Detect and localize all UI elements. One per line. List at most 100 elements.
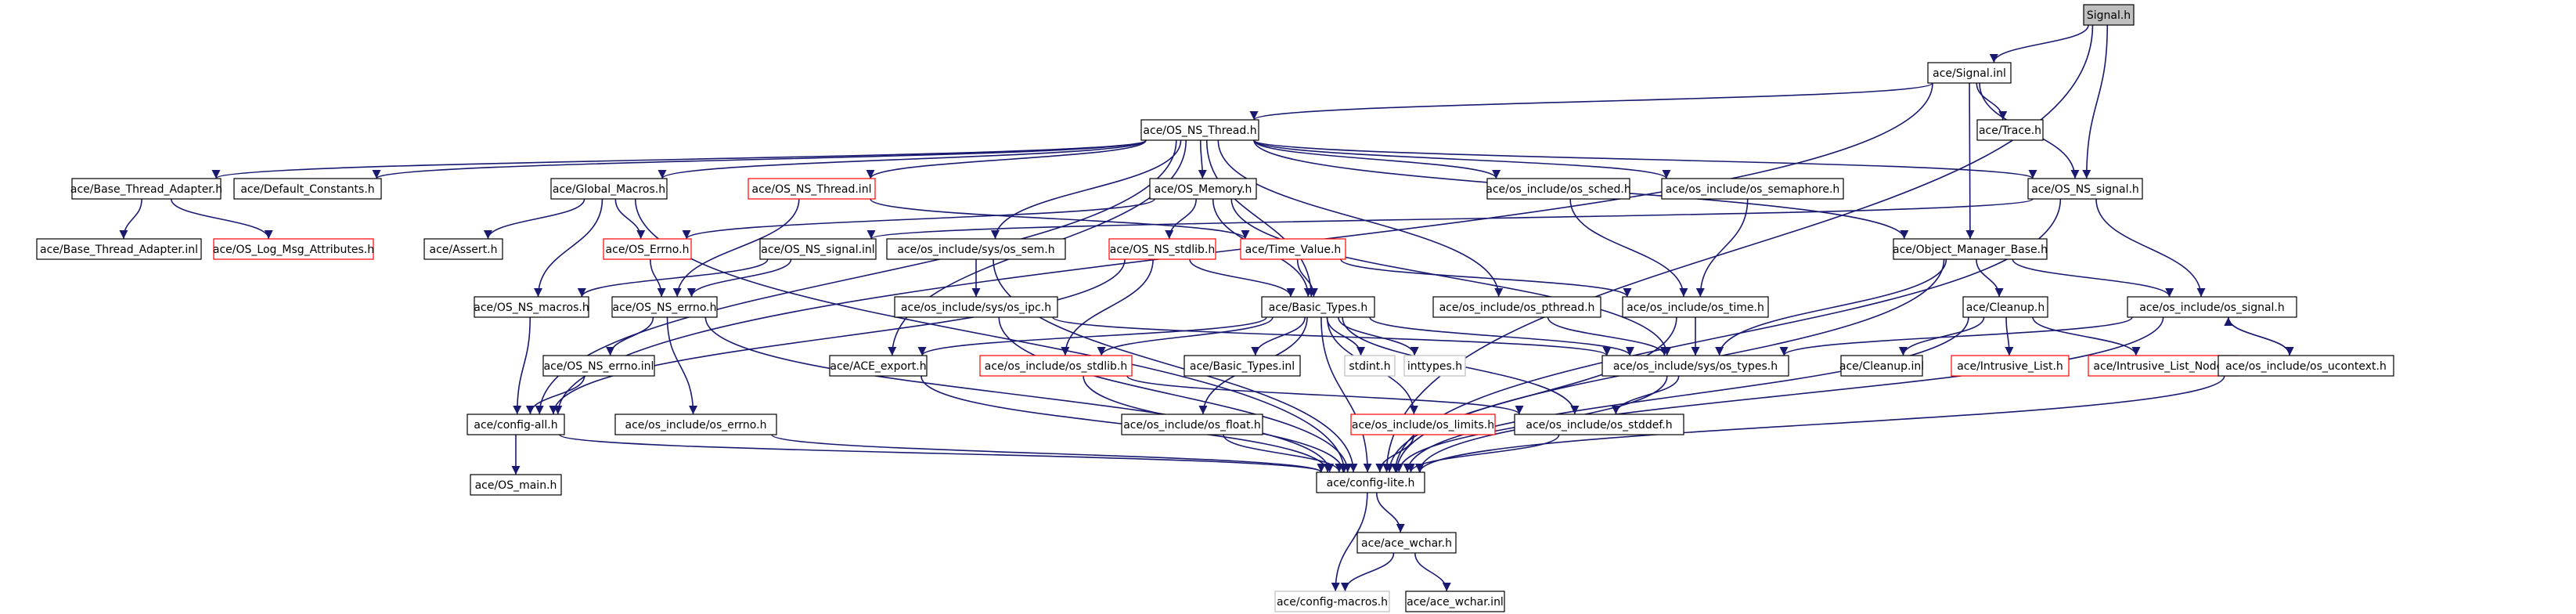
- node-box: [1121, 414, 1263, 435]
- node-label: ace/OS_Log_Msg_Attributes.h: [213, 244, 374, 256]
- graph-node-config-macros-h[interactable]: ace/config-macros.h: [1274, 591, 1390, 612]
- graph-node-global-macros-h[interactable]: ace/Global_Macros.h: [550, 178, 668, 200]
- graph-node-signal-inl[interactable]: ace/Signal.inl: [1927, 62, 2012, 84]
- edge-os-errno-h-to-os-ns-errno-h: [650, 258, 666, 298]
- node-label: ace/ACE_export.h: [830, 360, 926, 373]
- graph-node-basic-types-inl[interactable]: ace/Basic_Types.inl: [1184, 355, 1301, 377]
- graph-node-ace-wchar-inl[interactable]: ace/ace_wchar.inl: [1405, 591, 1505, 612]
- edge-os-ns-thread-h-to-os-ns-signal-h: [1253, 139, 2037, 179]
- node-box: [1403, 355, 1466, 377]
- graph-node-os-errno-inc-h[interactable]: ace/os_include/os_errno.h: [614, 414, 777, 435]
- graph-node-os-time-h[interactable]: ace/os_include/os_time.h: [1622, 296, 1769, 318]
- graph-node-os-pthread-h[interactable]: ace/os_include/os_pthread.h: [1432, 296, 1601, 318]
- graph-node-intrusive-list-node-h[interactable]: ace/Intrusive_List_Node.h: [2088, 355, 2239, 377]
- graph-node-ace-wchar-h[interactable]: ace/ace_wchar.h: [1356, 532, 1457, 554]
- node-label: ace/os_include/os_pthread.h: [1439, 302, 1595, 314]
- node-box: [213, 238, 374, 260]
- graph-node-os-ns-thread-h[interactable]: ace/OS_NS_Thread.h: [1140, 119, 1259, 141]
- graph-node-sys-os-ipc-h[interactable]: ace/os_include/sys/os_ipc.h: [894, 296, 1058, 318]
- graph-node-stdint-h[interactable]: stdint.h: [1344, 355, 1396, 377]
- edge-config-all-h-to-config-lite-h: [559, 434, 1326, 473]
- edge-config-lite-h-to-ace-wchar-h: [1375, 492, 1405, 533]
- graph-node-cleanup-inl[interactable]: ace/Cleanup.inl: [1839, 355, 1924, 377]
- graph-node-base-thread-adapter-h[interactable]: ace/Base_Thread_Adapter.h: [70, 178, 222, 200]
- edge-os-memory-h-to-os-ns-stdlib-h: [1165, 198, 1198, 240]
- edge-os-ns-thread-h-to-base-thread-adapter-h: [211, 139, 1147, 179]
- node-box: [467, 414, 565, 435]
- graph-node-base-thread-adapter-inl[interactable]: ace/Base_Thread_Adapter.inl: [36, 238, 202, 260]
- graph-node-os-ns-errno-h[interactable]: ace/OS_NS_errno.h: [611, 296, 718, 318]
- graph-node-os-sched-h[interactable]: ace/os_include/os_sched.h: [1486, 178, 1631, 200]
- edge-object-manager-base-h-to-sys-os-types-h: [1715, 258, 1947, 356]
- node-box: [979, 355, 1133, 377]
- node-box: [1962, 296, 2048, 318]
- graph-node-config-lite-h[interactable]: ace/config-lite.h: [1316, 471, 1425, 493]
- graph-node-os-main-h[interactable]: ace/OS_main.h: [470, 474, 562, 496]
- graph-node-os-log-msg-attributes-h[interactable]: ace/OS_Log_Msg_Attributes.h: [213, 238, 374, 260]
- graph-node-os-limits-h[interactable]: ace/os_include/os_limits.h: [1350, 414, 1496, 435]
- edge-os-ns-thread-h-to-basic-types-h: [1205, 139, 1316, 298]
- edge-time-value-h-to-os-time-h: [1340, 258, 1632, 298]
- node-box: [1405, 591, 1505, 612]
- node-label: Signal.h: [2087, 9, 2131, 22]
- node-box: [2083, 4, 2135, 26]
- graph-node-sys-os-sem-h[interactable]: ace/os_include/sys/os_sem.h: [886, 238, 1066, 260]
- graph-node-os-ns-stdlib-h[interactable]: ace/OS_NS_stdlib.h: [1108, 238, 1216, 260]
- graph-node-os-memory-h[interactable]: ace/OS_Memory.h: [1149, 178, 1257, 200]
- graph-node-assert-h[interactable]: ace/Assert.h: [423, 238, 503, 260]
- edge-sys-os-types-h-to-os-stddef-h: [1611, 375, 1680, 415]
- graph-node-sys-os-types-h[interactable]: ace/os_include/sys/os_types.h: [1601, 355, 1789, 377]
- graph-node-default-constants-h[interactable]: ace/Default_Constants.h: [233, 178, 382, 200]
- node-box: [1240, 238, 1346, 260]
- node-box: [1514, 414, 1684, 435]
- graph-node-inttypes-h[interactable]: inttypes.h: [1403, 355, 1466, 377]
- node-box: [1601, 355, 1789, 377]
- graph-node-os-float-h[interactable]: ace/os_include/os_float.h: [1121, 414, 1263, 435]
- graph-node-os-stdlib-h[interactable]: ace/os_include/os_stdlib.h: [979, 355, 1133, 377]
- graph-node-ace-export-h[interactable]: ace/ACE_export.h: [829, 355, 928, 377]
- edge-signal-h-to-config-lite-h: [1382, 24, 2094, 473]
- graph-node-os-ns-thread-inl[interactable]: ace/OS_NS_Thread.inl: [748, 178, 876, 200]
- graph-node-basic-types-h[interactable]: ace/Basic_Types.h: [1261, 296, 1375, 318]
- node-box: [1108, 238, 1216, 260]
- node-layer: Signal.h ace/Signal.inl ace/Trace.h ace/OS_…: [36, 4, 2394, 612]
- edge-os-ns-errno-h-to-os-errno-inc-h: [666, 316, 698, 415]
- graph-node-config-all-h[interactable]: ace/config-all.h: [467, 414, 565, 435]
- node-box: [1976, 119, 2044, 141]
- node-label: ace/Base_Thread_Adapter.inl: [40, 244, 198, 256]
- graph-node-os-semaphore-h[interactable]: ace/os_include/os_semaphore.h: [1661, 178, 1844, 200]
- edge-signal-inl-to-os-ns-thread-h: [1249, 82, 1933, 121]
- graph-node-os-signal-h[interactable]: ace/os_include/os_signal.h: [2127, 296, 2297, 318]
- edge-os-pthread-h-to-sys-os-types-h: [1547, 316, 1670, 356]
- node-label: ace/os_include/os_semaphore.h: [1666, 183, 1840, 196]
- graph-node-trace-h[interactable]: ace/Trace.h: [1976, 119, 2044, 141]
- graph-node-cleanup-h[interactable]: ace/Cleanup.h: [1962, 296, 2048, 318]
- graph-node-os-ns-macros-h[interactable]: ace/OS_NS_macros.h: [474, 296, 589, 318]
- node-label: ace/OS_NS_signal.h: [2031, 183, 2139, 196]
- edge-basic-types-h-to-inttypes-h: [1338, 316, 1419, 356]
- node-label: ace/OS_Memory.h: [1155, 183, 1252, 196]
- node-label: ace/config-all.h: [474, 419, 557, 432]
- edge-os-float-h-to-config-lite-h: [1223, 434, 1344, 473]
- graph-node-os-stddef-h[interactable]: ace/os_include/os_stddef.h: [1514, 414, 1684, 435]
- graph-node-os-ns-signal-inl[interactable]: ace/OS_NS_signal.inl: [759, 238, 877, 260]
- edge-global-macros-h-to-os-errno-h: [614, 198, 646, 240]
- node-label: ace/os_include/os_errno.h: [625, 419, 767, 432]
- edge-os-ns-stdlib-h-to-config-all-h: [549, 258, 1126, 415]
- edge-sys-os-ipc-h-to-config-lite-h: [998, 316, 1353, 473]
- node-box: [1951, 355, 2070, 377]
- graph-node-os-ns-errno-inl[interactable]: ace/OS_NS_errno.inl: [542, 355, 655, 377]
- graph-node-os-errno-h[interactable]: ace/OS_Errno.h: [603, 238, 692, 260]
- graph-node-os-ns-signal-h[interactable]: ace/OS_NS_signal.h: [2027, 178, 2143, 200]
- graph-node-signal-h[interactable]: Signal.h: [2083, 4, 2135, 26]
- graph-node-time-value-h[interactable]: ace/Time_Value.h: [1240, 238, 1346, 260]
- edge-os-ns-signal-h-to-os-signal-h: [2095, 198, 2206, 298]
- graph-node-object-manager-base-h[interactable]: ace/Object_Manager_Base.h: [1893, 238, 2048, 260]
- node-label: stdint.h: [1349, 360, 1390, 373]
- edge-os-memory-h-to-os-errno-h: [682, 198, 1155, 240]
- node-box: [2218, 355, 2394, 377]
- graph-node-intrusive-list-h[interactable]: ace/Intrusive_List.h: [1951, 355, 2070, 377]
- node-label: ace/os_include/os_ucontext.h: [2225, 360, 2387, 373]
- graph-node-os-ucontext-h[interactable]: ace/os_include/os_ucontext.h: [2218, 355, 2394, 377]
- edge-global-macros-h-to-os-ns-macros-h: [533, 198, 603, 298]
